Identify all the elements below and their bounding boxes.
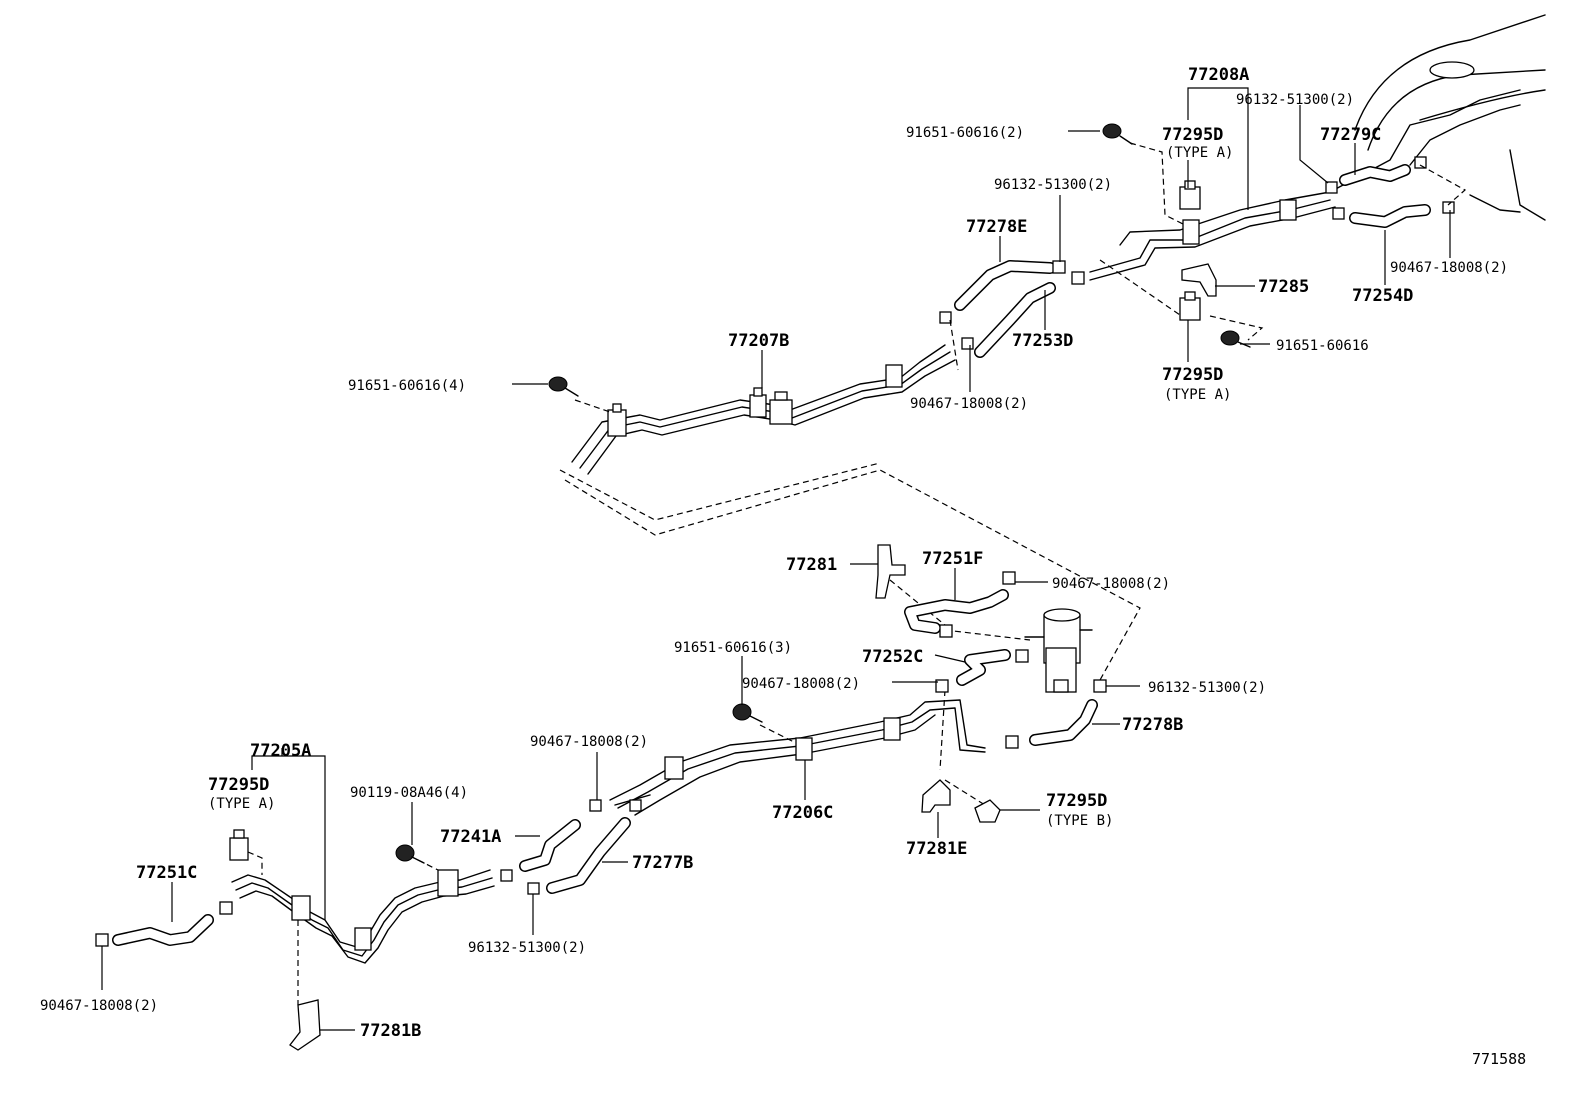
label-90119: 90119-08A46(4) <box>350 785 468 801</box>
fuel-tank-outline <box>1354 14 1546 221</box>
label-type-a-top: (TYPE A) <box>1166 145 1233 161</box>
label-77279C: 77279C <box>1320 125 1381 145</box>
hose-77254D <box>1349 204 1431 228</box>
label-77251F: 77251F <box>922 549 983 569</box>
pipe-clamp-upper-4 <box>885 364 903 388</box>
label-77241A: 77241A <box>440 827 501 847</box>
pipe-clamp-upper-6 <box>1279 199 1297 221</box>
label-77208A: 77208A <box>1188 65 1249 85</box>
label-77205A: 77205A <box>250 741 311 761</box>
pipe-clamp-upper-2 <box>749 387 767 418</box>
label-77206C: 77206C <box>772 803 833 823</box>
bolt-91651-4 <box>548 376 579 397</box>
dashed-connection-lines <box>247 142 1467 1005</box>
part-labels: 77208A 96132-51300(2) 91651-60616(2) 772… <box>40 65 1526 1068</box>
label-77295D-left: 77295D <box>208 775 269 795</box>
bolt-91651-2 <box>1102 123 1133 145</box>
label-77281: 77281 <box>786 555 837 575</box>
hose-77241A <box>519 819 581 872</box>
clip-77295D-top <box>1179 180 1201 210</box>
label-77295D-mid: 77295D <box>1162 365 1223 385</box>
fuel-filter <box>1024 608 1093 693</box>
bracket-77285 <box>1181 263 1217 297</box>
label-type-a-mid: (TYPE A) <box>1164 387 1231 403</box>
label-91651-3: 91651-60616(3) <box>674 640 792 656</box>
bracket-77281B <box>289 999 321 1051</box>
label-90467-center: 90467-18008(2) <box>742 676 860 692</box>
label-77254D: 77254D <box>1352 286 1413 306</box>
label-77295D-top: 77295D <box>1162 125 1223 145</box>
label-77207B: 77207B <box>728 331 789 351</box>
label-91651-right: 91651-60616 <box>1276 338 1369 354</box>
label-77281E: 77281E <box>906 839 967 859</box>
bolt-91651-3 <box>732 703 763 723</box>
label-77285: 77285 <box>1258 277 1309 297</box>
bracket-77281 <box>875 544 906 599</box>
label-77281B: 77281B <box>360 1021 421 1041</box>
hose-clamp-upper <box>939 156 1455 350</box>
pipe-clamp-upper-1 <box>607 403 627 437</box>
hose-77252C <box>956 649 1011 686</box>
clip-77295D-left <box>229 829 249 861</box>
bracket-77281E <box>921 779 951 813</box>
label-77253D: 77253D <box>1012 331 1073 351</box>
hose-clamp-mid <box>935 571 1107 749</box>
label-77252C: 77252C <box>862 647 923 667</box>
label-90467-filter: 90467-18008(2) <box>1052 576 1170 592</box>
label-77278E: 77278E <box>966 217 1027 237</box>
hose-77278E <box>954 260 1056 311</box>
label-90467-bottom-left: 90467-18008(2) <box>40 998 158 1014</box>
leader-lines <box>101 87 1451 1031</box>
label-77251C: 77251C <box>136 863 197 883</box>
hose-77278B <box>1029 699 1098 746</box>
label-90467-lower: 90467-18008(2) <box>530 734 648 750</box>
label-77277B: 77277B <box>632 853 693 873</box>
hose-77253D <box>974 282 1056 358</box>
label-90467-right: 90467-18008(2) <box>1390 260 1508 276</box>
label-91651-4: 91651-60616(4) <box>348 378 466 394</box>
hose-clamp-lower <box>500 799 642 895</box>
pipe-clamp-upper-3 <box>769 391 793 425</box>
clip-77295D-mid <box>1179 291 1201 321</box>
label-90467-mid: 90467-18008(2) <box>910 396 1028 412</box>
bolt-91651-r <box>1220 330 1251 348</box>
label-96132-filter: 96132-51300(2) <box>1148 680 1266 696</box>
pipe-clamp-left <box>291 869 459 951</box>
clip-77295D-typeB <box>974 799 1001 823</box>
label-type-b: (TYPE B) <box>1046 813 1113 829</box>
label-77278B: 77278B <box>1122 715 1183 735</box>
pipe-clamp-lower <box>664 717 901 780</box>
fuel-pipe-upper <box>571 89 1521 475</box>
label-96132-top-right: 96132-51300(2) <box>1236 92 1354 108</box>
hose-77279C <box>1339 164 1411 186</box>
hose-clamp-left <box>95 901 233 947</box>
pipe-clamp-upper-5 <box>1182 219 1200 245</box>
label-77295D-bottom: 77295D <box>1046 791 1107 811</box>
label-96132-bottom: 96132-51300(2) <box>468 940 586 956</box>
illustration-number: 771588 <box>1472 1050 1526 1068</box>
hose-77251F <box>904 589 1009 634</box>
label-type-a-left: (TYPE A) <box>208 796 275 812</box>
hose-77251C <box>112 914 214 946</box>
label-96132-mid: 96132-51300(2) <box>994 177 1112 193</box>
label-91651-2: 91651-60616(2) <box>906 125 1024 141</box>
hose-77277B <box>546 817 631 894</box>
